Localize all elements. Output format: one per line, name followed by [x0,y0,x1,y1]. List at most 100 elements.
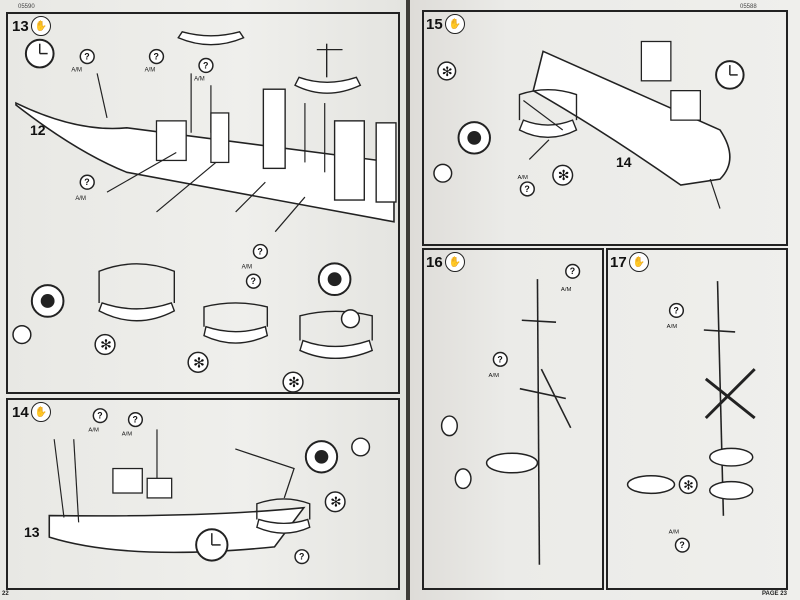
page-number: PAGE 23 [762,591,787,597]
paint-code: A/M [122,431,133,437]
paint-question-icon: ? [492,351,508,367]
paint-question-icon: ? [127,411,144,428]
subassembly-number: 13 [24,524,40,540]
svg-text:?: ? [299,552,304,562]
svg-text:?: ? [84,52,89,62]
svg-text:?: ? [257,246,262,256]
cement-star-icon [30,284,65,318]
step-15-drawing: ✻ ✻ ? A/M [433,40,745,209]
searchlight-platform-drawing [440,415,539,490]
step-17-badge: 17 ✋ [610,252,649,272]
knot-rope-icon [433,163,453,183]
paint-code: A/M [88,427,99,433]
step-16-badge: 16 ✋ [426,252,465,272]
subassembly-number: 14 [616,154,632,170]
svg-text:✻: ✻ [288,374,300,390]
paint-question-icon: ? [79,48,95,65]
searchlight-platform-drawing [626,447,754,500]
ship-hull-drawing [532,40,731,186]
paint-question-icon: ? [198,57,214,74]
drying-clock-icon [195,528,229,562]
paint-question-icon: ? [668,302,685,319]
cement-star-icon [457,121,491,155]
decal-asterisk-icon: ✻ [187,351,209,373]
paint-code: A/M [145,67,156,73]
catalog-code: 05590 [18,4,35,10]
assembly-leader-lines [523,100,721,209]
cement-star-icon [317,262,352,297]
paint-code: A/M [518,175,529,181]
step-16-panel: 16 ✋ ? A/M ? A/M [422,248,604,590]
step-13-panel: 13 ✋ 12 ? A/M ? A/M ? [6,12,400,394]
step-14-panel: 14 ✋ 13 ? A/M ? [6,398,400,590]
paint-question-icon: ? [294,549,310,565]
subassembly-number: 12 [30,122,46,138]
step-14-badge: 14 ✋ [12,402,51,422]
ship-hull-drawing [48,448,306,554]
step-14-drawing: ? A/M ? A/M ✻ [48,408,371,565]
svg-text:✻: ✻ [330,495,341,510]
decal-asterisk-icon: ✻ [552,164,574,186]
paint-code: A/M [561,287,572,293]
svg-text:✻: ✻ [193,354,205,370]
svg-text:?: ? [133,415,138,425]
drying-clock-icon [24,38,55,69]
ship-hull-drawing [15,88,397,223]
decal-asterisk-icon: ✻ [678,474,698,495]
paint-code: A/M [71,67,82,73]
decal-asterisk-icon: ✻ [324,491,346,513]
svg-text:?: ? [679,540,684,550]
decal-asterisk-icon: ✻ [282,371,304,393]
glue-hand-icon: ✋ [444,14,465,34]
step-number: 17 [610,253,627,271]
step-15-panel: 15 ✋ 14 ✻ [422,10,788,246]
svg-text:?: ? [203,60,208,70]
paint-question-icon: ? [79,174,95,190]
step-16-drawing: ? A/M ? A/M [440,263,581,565]
paint-question-icon: ? [245,273,262,289]
assembly-leader-lines [53,429,158,523]
lifeboat-part-drawing [256,498,311,534]
svg-text:?: ? [674,305,679,315]
step-17-drawing: ? A/M ? A/M ✻ [626,281,756,553]
catalog-code: 05588 [740,4,757,10]
glue-hand-icon: ✋ [30,16,51,36]
paint-question-icon: ? [674,537,690,553]
mast-part-drawing [703,281,756,516]
step-13-drawing: ? A/M ? A/M ? A/M [12,31,397,393]
svg-text:?: ? [497,354,502,364]
paint-question-icon: ? [565,263,581,279]
svg-text:✻: ✻ [683,477,694,492]
mast-part-drawing [519,279,572,565]
paint-question-icon: ? [148,48,165,65]
assembly-leader-lines [96,73,326,233]
glue-hand-icon: ✋ [444,252,465,272]
step-number: 16 [426,253,443,271]
left-instruction-page: 05590 13 ✋ 12 ? A/M ? A/M [0,0,406,600]
step-number: 15 [426,15,443,33]
lifeboat-part-drawing [203,302,269,344]
paint-question-icon: ? [92,408,108,424]
knot-rope-icon [351,437,371,457]
svg-text:✻: ✻ [442,64,453,79]
glue-hand-icon: ✋ [628,252,649,272]
paint-code: A/M [667,324,678,330]
paint-question-icon: ? [252,243,269,260]
step-17-panel: 17 ✋ ? A/M ? A/M [606,248,788,590]
svg-text:?: ? [524,184,529,194]
paint-code: A/M [489,373,500,379]
decal-asterisk-icon: ✻ [94,333,116,356]
lifeboat-part-drawing [518,88,578,139]
svg-text:✻: ✻ [558,168,570,183]
paint-question-icon: ? [519,181,535,197]
knot-rope-icon [340,309,361,329]
lifeboat-part-drawing [294,43,362,94]
paint-code: A/M [242,264,253,270]
glue-hand-icon: ✋ [30,402,51,422]
svg-text:?: ? [250,276,255,286]
svg-text:?: ? [84,177,89,187]
page-number: 22 [2,591,9,597]
step-number: 14 [12,403,29,421]
svg-text:?: ? [570,266,575,276]
lifeboat-part-drawing [177,31,245,46]
